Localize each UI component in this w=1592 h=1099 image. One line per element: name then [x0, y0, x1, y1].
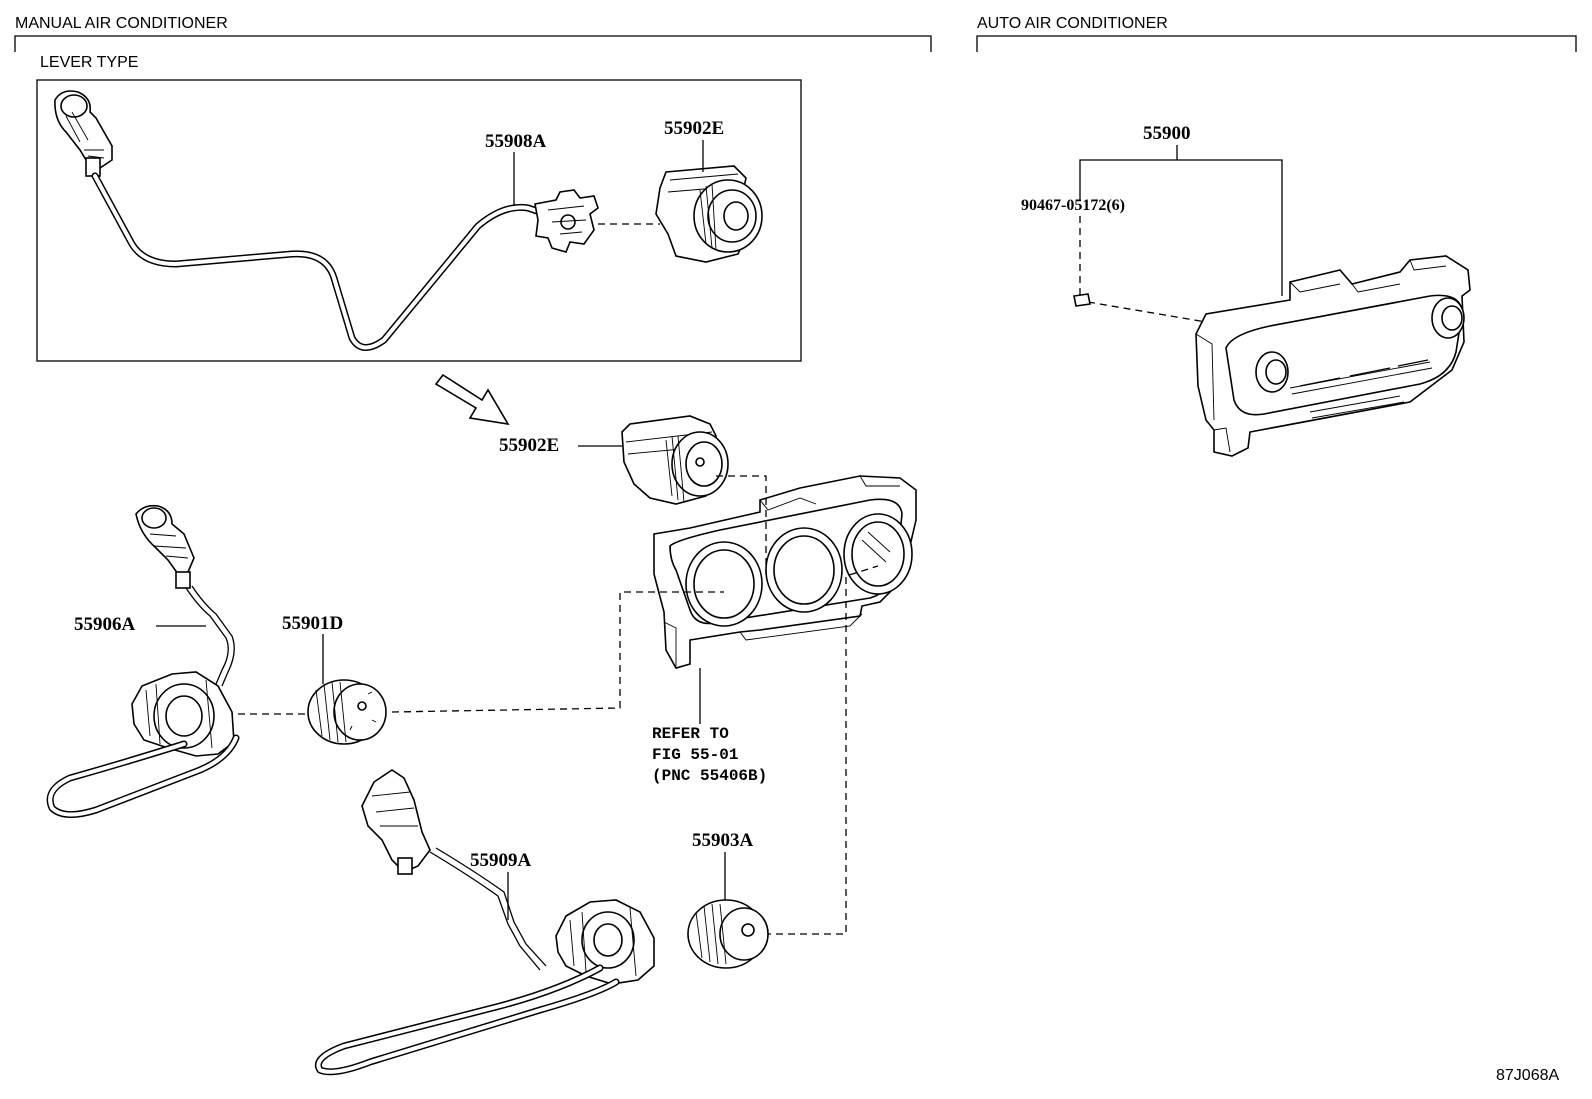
lever-type-heading: LEVER TYPE — [40, 54, 138, 71]
cable-end-connector-55909A — [361, 769, 431, 875]
switch-55902E — [621, 415, 729, 505]
cable-55909A — [429, 847, 547, 971]
dial-base-55906A — [46, 671, 240, 818]
label-55901D: 55901D — [282, 613, 343, 634]
direction-arrow — [434, 373, 510, 426]
leader-55900-bracket — [1079, 159, 1283, 296]
dash-55901D-to-panel — [391, 591, 724, 713]
dial-base-55909A — [315, 899, 655, 1076]
lever-cable-clip — [534, 189, 599, 253]
label-55902E-lever: 55902E — [664, 118, 724, 139]
figure-code: 87J068A — [1496, 1067, 1559, 1084]
dash-55902E-to-panel — [716, 475, 767, 574]
manual-section-bracket — [14, 35, 932, 52]
auto-ac-control-unit-55900 — [1195, 255, 1471, 457]
cable-end-connector-55906A — [135, 504, 195, 589]
clip-90467-05172 — [1073, 293, 1091, 307]
lever-switch-55902E — [655, 165, 763, 263]
dash-55903A-to-panel — [764, 565, 879, 935]
auto-ac-heading: AUTO AIR CONDITIONER — [977, 15, 1168, 32]
control-panel-housing — [653, 475, 917, 669]
label-55900: 55900 — [1143, 123, 1191, 144]
label-55908A: 55908A — [485, 131, 547, 152]
lever-cable-55908A — [91, 172, 544, 351]
label-55909A: 55909A — [470, 850, 532, 871]
label-55902E: 55902E — [499, 435, 559, 456]
refer-note-line3: (PNC 55406B) — [652, 767, 767, 785]
cable-55906A — [185, 585, 235, 687]
lever-type-box — [36, 79, 802, 362]
refer-note-line1: REFER TO — [652, 725, 729, 743]
knob-55901D — [307, 679, 387, 745]
knob-55903A — [687, 899, 769, 969]
label-55906A: 55906A — [74, 614, 136, 635]
auto-section-bracket — [976, 35, 1577, 52]
refer-note-line2: FIG 55-01 — [652, 746, 738, 764]
dash-clip-to-unit — [1087, 301, 1207, 323]
lever-cable-end-connector — [54, 90, 113, 177]
label-90467-05172: 90467-05172(6) — [1021, 197, 1125, 214]
label-55903A: 55903A — [692, 830, 754, 851]
manual-ac-heading: MANUAL AIR CONDITIONER — [15, 15, 228, 32]
